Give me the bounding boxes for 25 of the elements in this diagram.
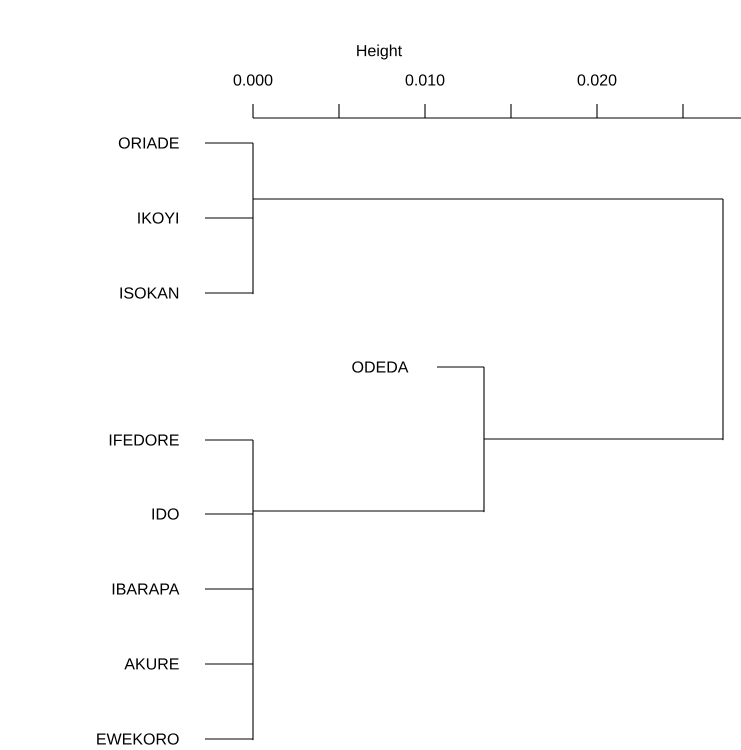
leaf-label: EWEKORO (97, 733, 179, 745)
tick-label: 0.000 (234, 74, 272, 86)
branch-line (205, 738, 253, 740)
leaf-label: IDO (152, 508, 179, 520)
branch-line (205, 588, 253, 590)
leaf-label: IBARAPA (112, 584, 180, 594)
leaf-label: AKURE (124, 658, 179, 670)
branch-line (205, 663, 253, 665)
leaf-label: ODEDA (352, 361, 408, 373)
branch-line (437, 366, 484, 368)
leaf-label: ORIADE (118, 137, 179, 149)
leaf-label: IFEDORE (110, 434, 179, 446)
branch-line (484, 438, 723, 440)
branch-line (205, 513, 253, 515)
branch-line (253, 510, 484, 512)
branch-line (205, 439, 253, 441)
branch-line (205, 142, 253, 144)
leaf-label: ISOKAN (120, 287, 178, 299)
tick-label: 0.010 (406, 74, 444, 86)
branch-line (205, 217, 253, 219)
branch-line (253, 198, 723, 200)
tick-label: 0.020 (578, 74, 616, 86)
leaf-label: IKOYI (138, 212, 178, 224)
axis-title: Height (357, 44, 402, 60)
branch-line (205, 292, 253, 294)
